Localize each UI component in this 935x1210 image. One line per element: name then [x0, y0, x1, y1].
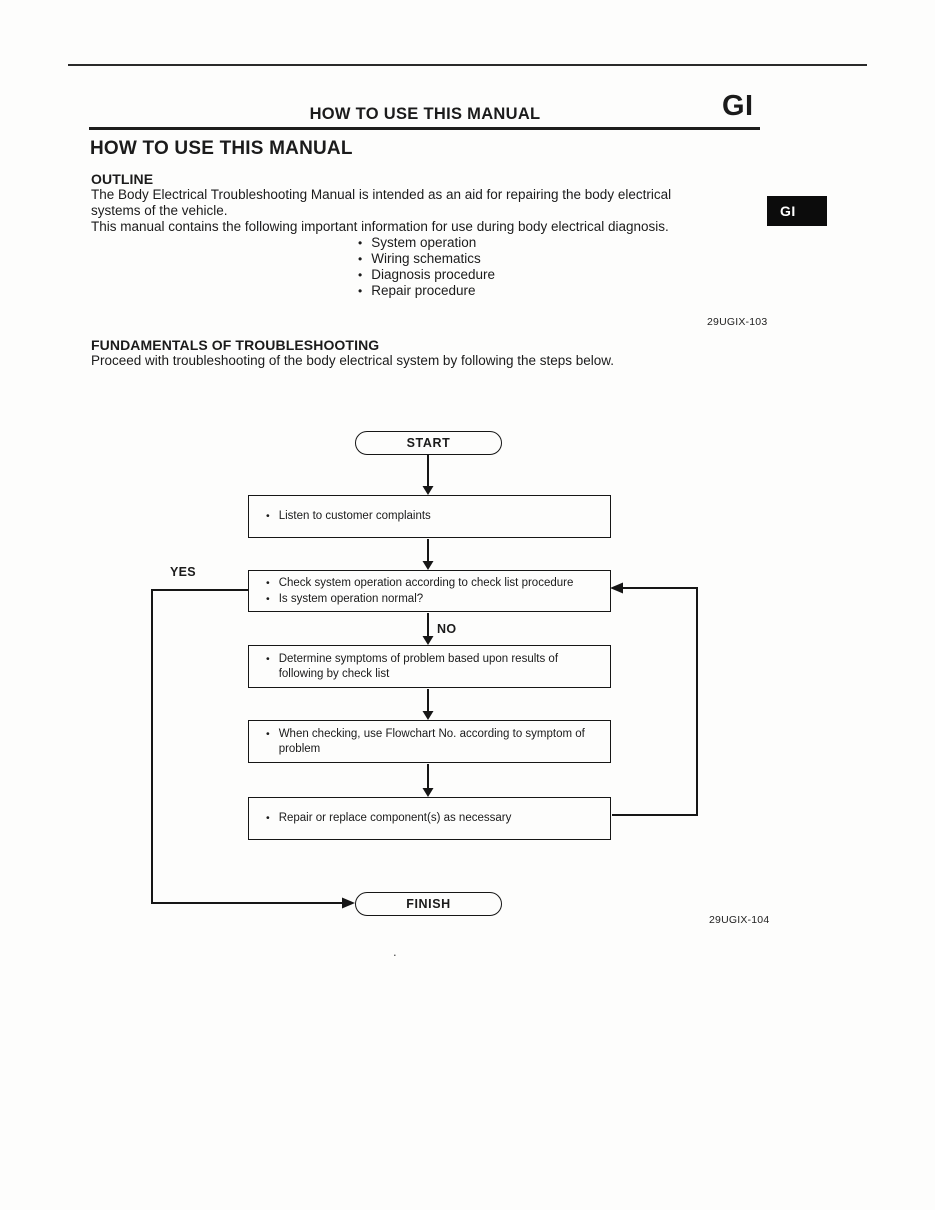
flow-step-line: Determine symptoms of problem based upon…: [278, 653, 559, 665]
flow-finish-node: FINISH: [355, 892, 502, 916]
bullet-label: System operation: [371, 235, 477, 250]
flow-step-text: When checking, use Flowchart No. accordi…: [279, 727, 585, 756]
outline-heading: OUTLINE: [91, 171, 154, 187]
flow-step-repair-replace: • Repair or replace component(s) as nece…: [248, 797, 611, 840]
flow-step-line: Repair or replace component(s) as necess…: [278, 812, 512, 825]
bullet-icon: •: [266, 653, 270, 665]
stray-scan-mark: .: [393, 944, 397, 959]
bullet-icon: •: [358, 252, 363, 266]
fundamentals-intro: Proceed with troubleshooting of the body…: [91, 353, 615, 368]
flow-start-label: START: [406, 436, 451, 450]
flow-step-listen-complaints: • Listen to customer complaints: [248, 495, 611, 538]
bullet-item: • System operation: [358, 235, 495, 251]
flow-step-line: Check system operation according to chec…: [278, 577, 574, 589]
bullet-icon: •: [358, 268, 363, 282]
outline-bullet-list: • System operation • Wiring schematics •…: [358, 235, 495, 299]
outline-paragraph: The Body Electrical Troubleshooting Manu…: [91, 187, 671, 234]
flow-step-item: • Is system operation normal?: [249, 592, 600, 607]
flow-step-use-flowchart-no: • When checking, use Flowchart No. accor…: [248, 720, 611, 763]
yes-branch-label: YES: [170, 565, 196, 579]
flow-step-item: • When checking, use Flowchart No. accor…: [249, 727, 600, 756]
flow-start-node: START: [355, 431, 502, 455]
flow-step-line: Listen to customer complaints: [278, 510, 431, 523]
flow-step-item: • Repair or replace component(s) as nece…: [249, 811, 600, 826]
bullet-item: • Repair procedure: [358, 283, 495, 299]
bullet-icon: •: [358, 284, 363, 298]
bullet-icon: •: [266, 592, 270, 605]
flow-step-line: following by check list: [278, 667, 390, 680]
flow-step-line: When checking, use Flowchart No. accordi…: [278, 728, 585, 740]
flow-step-text: Is system operation normal?: [279, 592, 423, 607]
bullet-icon: •: [266, 812, 270, 825]
bullet-item: • Wiring schematics: [358, 251, 495, 267]
flow-step-item: • Determine symptoms of problem based up…: [249, 652, 600, 681]
flow-step-text: Check system operation according to chec…: [279, 576, 574, 591]
flow-step-item: • Listen to customer complaints: [249, 509, 600, 524]
fundamentals-heading: FUNDAMENTALS OF TROUBLESHOOTING: [91, 337, 380, 353]
flow-step-determine-symptoms: • Determine symptoms of problem based up…: [248, 645, 611, 688]
bullet-icon: •: [358, 236, 363, 250]
flow-step-line: Is system operation normal?: [278, 592, 424, 605]
flow-finish-label: FINISH: [406, 897, 451, 911]
section-code-header: GI: [722, 90, 754, 122]
gi-section-tab: GI: [767, 196, 827, 226]
outline-line: systems of the vehicle.: [91, 202, 228, 218]
header-rule: [89, 127, 760, 130]
bullet-label: Diagnosis procedure: [371, 267, 496, 282]
running-header-title: HOW TO USE THIS MANUAL: [309, 105, 541, 123]
bullet-label: Wiring schematics: [371, 251, 481, 266]
figure-code: 29UGIX-103: [707, 316, 768, 328]
flow-step-line: problem: [278, 742, 321, 755]
page-title: HOW TO USE THIS MANUAL: [90, 138, 353, 159]
flow-step-check-operation: • Check system operation according to ch…: [248, 570, 611, 612]
flow-step-text: Listen to customer complaints: [279, 509, 431, 524]
flow-step-text: Repair or replace component(s) as necess…: [279, 811, 512, 826]
no-branch-label: NO: [437, 622, 457, 636]
outline-line: The Body Electrical Troubleshooting Manu…: [91, 187, 672, 202]
flow-step-item: • Check system operation according to ch…: [249, 576, 600, 591]
top-rule: [68, 64, 867, 66]
figure-code: 29UGIX-104: [709, 914, 770, 926]
bullet-icon: •: [266, 728, 270, 740]
bullet-icon: •: [266, 577, 270, 589]
bullet-label: Repair procedure: [371, 283, 476, 298]
bullet-icon: •: [266, 510, 270, 523]
outline-line: This manual contains the following impor…: [91, 218, 669, 234]
bullet-item: • Diagnosis procedure: [358, 267, 495, 283]
flow-step-text: Determine symptoms of problem based upon…: [279, 652, 558, 681]
